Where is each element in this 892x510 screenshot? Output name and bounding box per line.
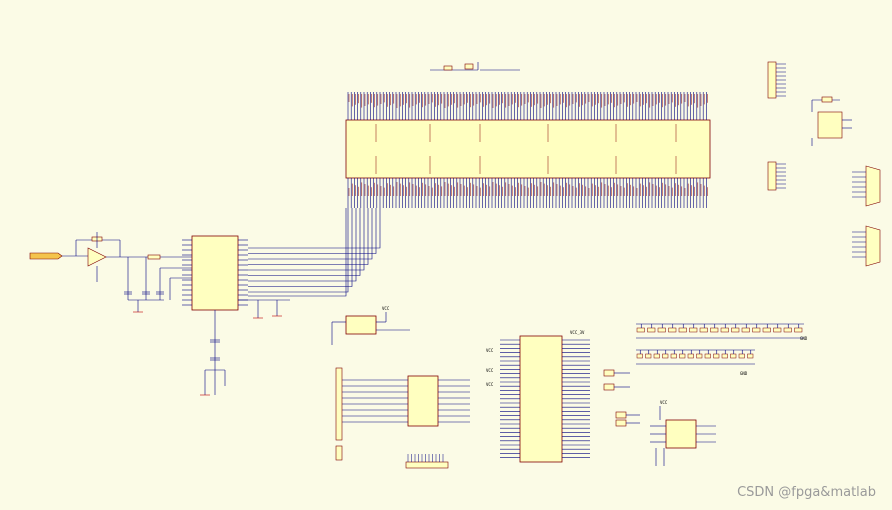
adc-chip [182, 235, 248, 311]
adc-data-bus [248, 208, 381, 297]
vcc-label-usb-1: VCC [486, 348, 494, 353]
left-header [335, 367, 343, 461]
db9-connector-top [852, 165, 881, 207]
top-indicator-circuit [430, 62, 520, 71]
main-fpga-block [345, 92, 711, 208]
bottom-header [405, 454, 449, 469]
vcc-label-usb-2: VCC [486, 368, 494, 373]
header-top-right [767, 61, 786, 99]
resistor-array-top [636, 323, 804, 339]
input-connector [29, 252, 63, 260]
vcc-label-usb-3: VCC [486, 382, 494, 387]
resistor-array-bottom [636, 349, 755, 365]
regulator-chip [650, 406, 716, 466]
usb-controller-chip [500, 335, 590, 463]
csdn-watermark: CSDN @fpga&matlab [737, 485, 876, 500]
gnd-label-res: GND [800, 336, 808, 341]
reset-circuit [811, 96, 852, 146]
gnd-label-res2: GND [740, 371, 748, 376]
db9-connector-bottom [852, 225, 881, 267]
adc-decoupling [200, 299, 290, 396]
header-mid-right [767, 161, 786, 191]
vcc-label-usb: VCC_3V [570, 330, 585, 335]
interface-chip [342, 375, 470, 427]
oscillator [331, 312, 410, 345]
usb-crystal-caps [603, 369, 640, 427]
vcc-label-reg: VCC [660, 400, 668, 405]
op-amp-stage [62, 232, 192, 313]
vcc-label-osc: VCC [382, 306, 390, 311]
